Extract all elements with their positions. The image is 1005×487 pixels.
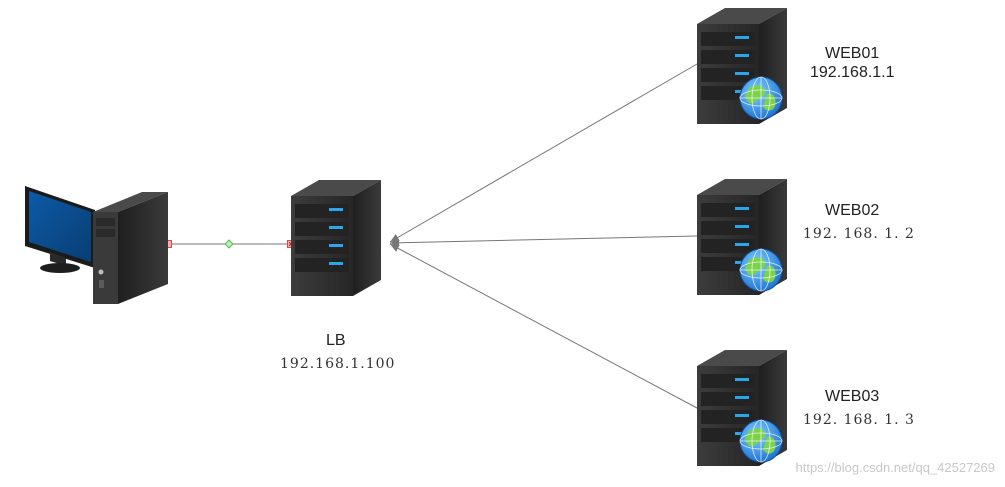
- web01-name-label: WEB01: [825, 45, 880, 62]
- lb-server-icon: [291, 180, 381, 296]
- watermark-text: https://blog.csdn.net/qq_42527269: [795, 460, 996, 475]
- edge-web01-lb: [389, 63, 698, 243]
- edge-web03-lb: [389, 243, 698, 409]
- web02-name-label: WEB02: [825, 202, 880, 219]
- web03-ip-label: 192. 168. 1. 3: [803, 412, 915, 428]
- edge-web02-lb: [389, 235, 698, 247]
- web03-globe-icon: [739, 419, 783, 463]
- lb-name-label: LB: [326, 332, 346, 349]
- web01-ip-label: 192.168.1.1: [810, 64, 895, 81]
- web02-globe-icon: [739, 248, 783, 292]
- lb-ip-label: 192.168.1.100: [280, 356, 396, 372]
- web02-ip-label: 192. 168. 1. 2: [803, 226, 915, 242]
- web01-globe-icon: [739, 76, 783, 120]
- edge-client-lb-midpoint: [224, 239, 234, 249]
- web03-name-label: WEB03: [825, 388, 880, 405]
- desktop-computer-icon: [25, 186, 168, 304]
